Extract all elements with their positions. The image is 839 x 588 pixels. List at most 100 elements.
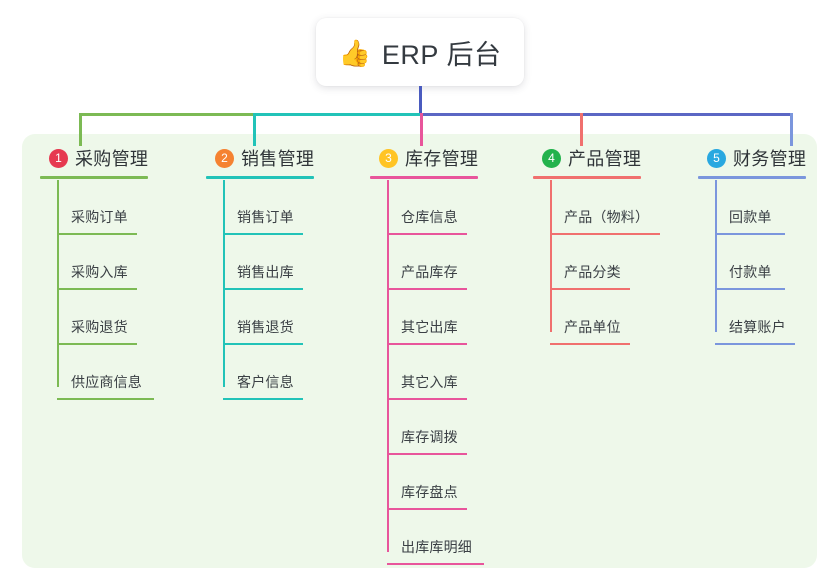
branch-child-label: 供应商信息 [71,374,142,390]
branch-child-label: 其它出库 [401,319,458,335]
branch-child-underline [387,453,467,455]
branch-child-label: 客户信息 [237,374,294,390]
branch-child-label: 付款单 [729,264,772,280]
branch-title: 库存管理 [405,149,479,169]
branch-child-label: 回款单 [729,209,772,225]
branch-2[interactable]: 2 销售管理销售订单销售出库销售退货客户信息 [206,144,314,400]
segment-teal [253,113,420,116]
branch-child-item[interactable]: 仓库信息 [387,180,467,235]
branch-child-underline [57,233,137,235]
branch-child-item[interactable]: 产品分类 [550,235,630,290]
branch-child-label: 库存盘点 [401,484,458,500]
branch-child-item[interactable]: 付款单 [715,235,785,290]
branch-3[interactable]: 3 库存管理仓库信息产品库存其它出库其它入库库存调拨库存盘点出库库明细 [370,144,484,565]
branch-index-badge: 3 [379,148,398,168]
branch-child-label: 产品分类 [564,264,621,280]
branch-child-underline [223,398,303,400]
branch-child-item[interactable]: 采购入库 [57,235,137,290]
branch-child-item[interactable]: 产品（物料） [550,180,660,235]
branch-child-label: 库存调拨 [401,429,458,445]
branch-spine [715,180,717,332]
branch-child-label: 结算账户 [729,319,786,335]
drop-inventory [420,113,423,146]
branch-child-item[interactable]: 出库库明细 [387,510,484,565]
root-node-content: 👍 ERP 后台 [339,33,502,72]
branch-child-item[interactable]: 采购退货 [57,290,137,345]
branch-child-underline [223,233,303,235]
branch-child-underline [387,288,467,290]
branch-index-badge: 1 [49,148,68,168]
branch-underline [533,176,641,179]
branch-child-label: 产品单位 [564,319,621,335]
branch-child-item[interactable]: 销售订单 [223,180,303,235]
branch-underline [370,176,478,179]
branch-child-underline [57,288,137,290]
branch-child-label: 产品库存 [401,264,458,280]
branch-child-item[interactable]: 产品单位 [550,290,630,345]
branch-child-label: 仓库信息 [401,209,458,225]
branch-child-underline [550,343,630,345]
branches-panel [22,134,817,568]
branch-child-item[interactable]: 其它入库 [387,345,467,400]
branch-child-item[interactable]: 采购订单 [57,180,137,235]
branch-spine [57,180,59,387]
drop-product [580,113,583,146]
branch-child-label: 采购入库 [71,264,128,280]
branch-child-underline [387,233,467,235]
branch-child-item[interactable]: 回款单 [715,180,785,235]
branch-child-underline [223,288,303,290]
branch-child-label: 其它入库 [401,374,458,390]
branch-child-underline [550,288,630,290]
branch-child-item[interactable]: 其它出库 [387,290,467,345]
branch-spine [223,180,225,387]
branch-header[interactable]: 3 库存管理 [370,144,478,172]
branch-child-underline [550,233,660,235]
thumbs-up-icon: 👍 [338,38,371,68]
branch-index-badge: 5 [707,148,726,168]
branch-child-underline [387,343,467,345]
branch-child-label: 销售出库 [237,264,294,280]
branch-underline [40,176,148,179]
branch-title: 销售管理 [241,149,315,169]
branch-child-item[interactable]: 产品库存 [387,235,467,290]
branch-index-badge: 2 [215,148,234,168]
branch-child-label: 采购订单 [71,209,128,225]
branch-header[interactable]: 2 销售管理 [206,144,314,172]
segment-blue [420,113,790,116]
drop-sales [253,113,256,146]
branch-child-item[interactable]: 结算账户 [715,290,795,345]
branch-underline [206,176,314,179]
branch-child-underline [715,343,795,345]
branch-title: 财务管理 [733,149,807,169]
branch-header[interactable]: 1 采购管理 [40,144,148,172]
root-node[interactable]: 👍 ERP 后台 [316,18,524,86]
branch-child-underline [715,233,785,235]
branch-child-underline [387,398,467,400]
branch-header[interactable]: 5 财务管理 [698,144,806,172]
branch-spine [550,180,552,332]
branch-child-underline [223,343,303,345]
drop-finance [790,113,793,146]
branch-child-underline [387,563,484,565]
branch-child-label: 产品（物料） [564,209,650,225]
branch-index-badge: 4 [542,148,561,168]
root-connector [419,86,422,116]
branch-child-label: 出库库明细 [401,539,472,555]
segment-green [79,113,420,116]
branch-5[interactable]: 5 财务管理回款单付款单结算账户 [698,144,806,345]
branch-child-item[interactable]: 库存调拨 [387,400,467,455]
branch-child-item[interactable]: 销售退货 [223,290,303,345]
branch-child-item[interactable]: 库存盘点 [387,455,467,510]
branch-child-label: 采购退货 [71,319,128,335]
branch-child-item[interactable]: 客户信息 [223,345,303,400]
branch-underline [698,176,806,179]
branch-child-underline [715,288,785,290]
branch-title: 采购管理 [75,149,149,169]
drop-purchase [79,113,82,146]
branch-child-label: 销售订单 [237,209,294,225]
branch-1[interactable]: 1 采购管理采购订单采购入库采购退货供应商信息 [40,144,154,400]
branch-child-item[interactable]: 供应商信息 [57,345,154,400]
branch-child-item[interactable]: 销售出库 [223,235,303,290]
